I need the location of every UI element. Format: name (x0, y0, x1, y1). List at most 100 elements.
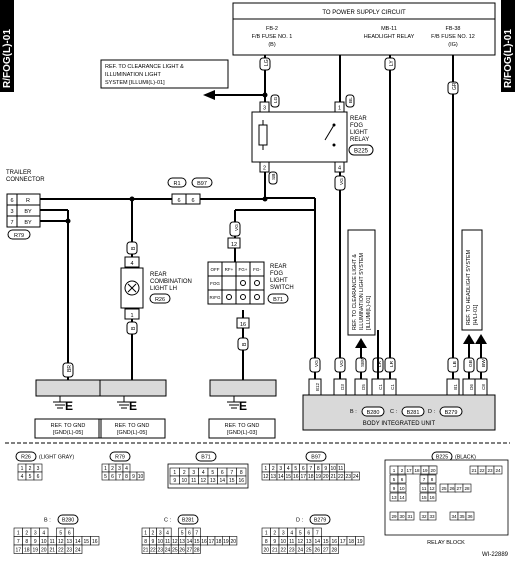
svg-text:BW: BW (481, 359, 487, 367)
svg-text:B12: B12 (315, 383, 320, 392)
relay-pin-1: 1 (334, 101, 345, 113)
b281-pin: 12 (172, 539, 178, 545)
svg-text:B280: B280 (367, 410, 380, 416)
r26-tag (15, 451, 37, 462)
b97-pin: 18 (308, 474, 314, 480)
b71-pin: 16 (238, 478, 244, 484)
b225-footer: RELAY BLOCK (427, 540, 465, 546)
svg-text:LIGHT LH: LIGHT LH (150, 286, 177, 292)
b280-pin: 6 (68, 531, 71, 537)
svg-text:OFF: OFF (211, 267, 220, 272)
r79-pin: 8 (125, 474, 128, 480)
r26-pin: 6 (37, 474, 40, 480)
svg-text:RrFG: RrFG (210, 295, 221, 300)
b281-prefix: C : (164, 518, 172, 524)
b97-id: B97 (311, 455, 320, 461)
b97-pin: 5 (294, 466, 297, 472)
b97-pin: 1 (264, 466, 267, 472)
b71-pin: 11 (191, 478, 196, 484)
svg-text:BL: BL (348, 97, 354, 103)
b225-pin: 32 (421, 514, 427, 519)
svg-text:B97: B97 (197, 181, 207, 187)
page-tab-left: R/FOG(L)-01 (0, 0, 14, 92)
b225-pin: 24 (495, 468, 501, 473)
b280-pin: 21 (49, 548, 55, 554)
svg-text:D6: D6 (469, 384, 474, 390)
svg-text:REF. TO HEADLIGHT SYSTEM: REF. TO HEADLIGHT SYSTEM (466, 250, 472, 325)
b71-pin: 14 (219, 478, 225, 484)
b225-pin: 34 (451, 514, 457, 519)
b281-pin: 18 (216, 539, 222, 545)
b281-tag (177, 514, 199, 525)
svg-text:FB-38: FB-38 (446, 26, 461, 32)
svg-text:R79: R79 (14, 233, 24, 239)
r26-pin: 4 (21, 474, 24, 480)
combination-light: 4 1 REAR COMBINATION LIGHT LH R26 (120, 256, 192, 320)
b97-pin: 9 (324, 466, 327, 472)
svg-text:REF. TO CLEARANCE LIGHT &: REF. TO CLEARANCE LIGHT & (105, 64, 184, 70)
svg-text:B: B (131, 246, 137, 250)
b97-pin: 12 (263, 474, 269, 480)
b281-pin: 21 (143, 548, 149, 554)
b280-pin: 9 (34, 539, 37, 545)
ref-headlight: REF. TO HEADLIGHT SYSTEM [H/LI-01] (461, 229, 483, 331)
r26-cell (33, 471, 43, 481)
svg-text:REF. TO CLEARANCE LIGHT &: REF. TO CLEARANCE LIGHT & (352, 254, 358, 330)
ref-clearance-side: REF. TO CLEARANCE LIGHT & ILLUMINATION L… (347, 229, 376, 336)
biu-pins: B12 D3 D5 C1 C1 B1 D6 C8 (308, 378, 488, 396)
wire-bl: BL (345, 94, 355, 108)
b225-pin: 7 (423, 477, 426, 482)
b280-id: B280 (62, 518, 74, 524)
svg-text:BR: BR (67, 365, 73, 372)
b225-cell (427, 483, 437, 493)
b279-pin: 16 (331, 539, 337, 545)
b71-pin: 10 (181, 478, 187, 484)
wire-b-comb: B (126, 241, 138, 255)
b279-cell (329, 544, 339, 554)
svg-text:B279: B279 (445, 410, 458, 416)
b225-cell (465, 511, 475, 521)
b281-id: B281 (182, 518, 194, 524)
svg-text:6: 6 (10, 198, 13, 204)
svg-text:[GND(L)-03]: [GND(L)-03] (227, 430, 257, 436)
b225-pin: 14 (399, 495, 405, 500)
b97-pin: 13 (270, 474, 276, 480)
svg-text:LG: LG (273, 96, 279, 103)
b279-tag (309, 514, 331, 525)
b279-pin: 8 (265, 539, 268, 545)
b97-pin: 10 (330, 466, 336, 472)
b280-pin: 2 (25, 531, 28, 537)
b97-pin: 4 (287, 466, 290, 472)
b280-pin: 23 (66, 548, 72, 554)
r79-pin: 7 (118, 474, 121, 480)
b97-tag (305, 451, 327, 462)
svg-text:FG+: FG+ (239, 267, 248, 272)
svg-text:RELAY: RELAY (350, 137, 369, 143)
svg-text:REF. TO GND: REF. TO GND (115, 423, 150, 429)
svg-text:BY: BY (24, 220, 32, 226)
svg-text:FB-2: FB-2 (266, 26, 278, 32)
svg-text:VG: VG (339, 360, 345, 367)
b225-cell (405, 511, 415, 521)
b97-pin: 11 (338, 466, 343, 472)
svg-text:D3: D3 (340, 384, 345, 390)
svg-text:BY: BY (24, 209, 32, 215)
svg-text:SB: SB (271, 174, 277, 180)
svg-text:BODY INTEGRATED UNIT: BODY INTEGRATED UNIT (363, 421, 436, 427)
svg-text:GR: GR (452, 82, 458, 90)
b225-pin: 33 (429, 514, 435, 519)
r79-pin: 1 (104, 466, 107, 472)
svg-text:C8: C8 (481, 384, 486, 390)
b97-pin: 24 (353, 474, 359, 480)
b279-pin: 25 (306, 548, 312, 554)
b225-cell (427, 474, 437, 484)
b281-pin: 10 (157, 539, 163, 545)
svg-text:B71: B71 (273, 297, 283, 303)
b279-pin: 5 (299, 531, 302, 537)
b225-pin: 20 (430, 468, 436, 473)
b225-pin: 27 (456, 486, 462, 491)
inline-connector: 6 6 R1 B97 (167, 177, 213, 205)
b280-pin: 19 (32, 548, 38, 554)
b225-pin: 30 (399, 514, 405, 519)
